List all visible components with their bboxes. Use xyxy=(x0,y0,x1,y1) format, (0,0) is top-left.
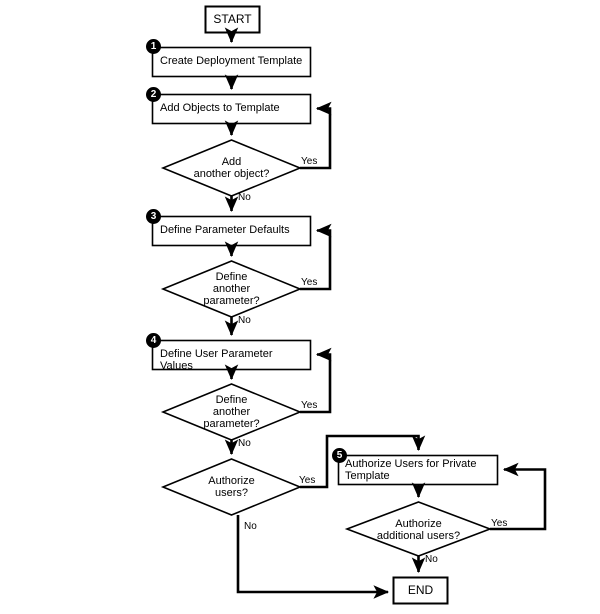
step4-shape xyxy=(151,339,312,371)
decision1-shape xyxy=(160,139,303,197)
end-shape xyxy=(392,576,449,605)
decision4-shape xyxy=(160,458,303,516)
decision5-shape xyxy=(344,501,493,557)
step5-badge: 5 xyxy=(332,448,347,463)
edge-decision2-yes-loop xyxy=(300,223,332,291)
decision3-yes-label: Yes xyxy=(301,400,318,411)
edge-decision5-yes-loop xyxy=(490,462,547,531)
edge-decision1-yes-loop xyxy=(300,101,332,170)
decision4-yes-label: Yes xyxy=(299,475,316,486)
decision2-no-label: No xyxy=(238,315,251,326)
start-shape xyxy=(204,5,261,34)
step4-badge: 4 xyxy=(146,333,161,348)
decision2-shape xyxy=(160,260,303,318)
edge-decision4-no xyxy=(236,515,390,599)
decision3-no-label: No xyxy=(238,438,251,449)
decision1-yes-label: Yes xyxy=(301,156,318,167)
step3-shape xyxy=(151,215,312,247)
decision4-no-label: No xyxy=(244,521,257,532)
edge-decision3-yes-loop xyxy=(300,347,332,414)
step3-badge: 3 xyxy=(146,209,161,224)
step1-badge: 1 xyxy=(146,39,161,54)
step2-badge: 2 xyxy=(146,87,161,102)
decision3-shape xyxy=(160,383,303,441)
decision2-yes-label: Yes xyxy=(301,277,318,288)
decision5-yes-label: Yes xyxy=(491,518,508,529)
step2-shape xyxy=(151,93,312,125)
decision5-no-label: No xyxy=(425,554,438,565)
step5-shape xyxy=(337,454,499,486)
step1-shape xyxy=(151,46,312,78)
decision1-no-label: No xyxy=(238,192,251,203)
edge-decision4-yes xyxy=(300,434,426,489)
